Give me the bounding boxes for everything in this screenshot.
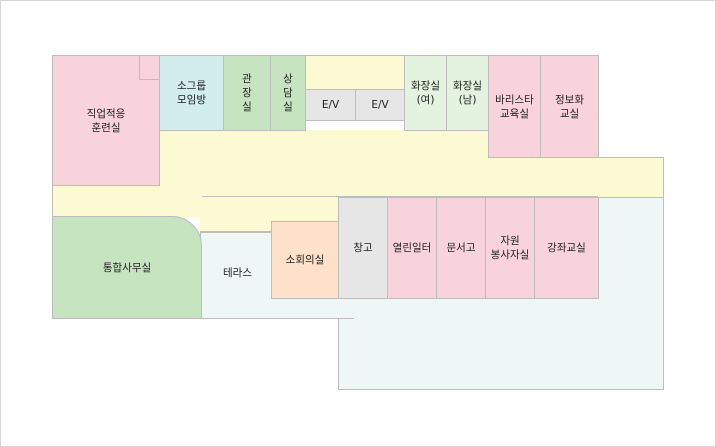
room-storage: 창고 [338,197,388,299]
corridor-top [305,55,405,90]
elevator-2: E/V [355,89,405,121]
label-terrace: 테라스 [223,267,252,279]
room-info-class: 정보화 교실 [540,55,599,158]
corridor-main [159,130,489,158]
room-job-training-notch [139,55,160,80]
room-small-meeting: 소회의실 [271,221,339,299]
restroom-male: 화장실 (남) [446,55,489,131]
room-barista: 바리스타 교육실 [488,55,541,158]
corridor-right-top [598,157,664,197]
restroom-female: 화장실 (여) [404,55,447,131]
room-counseling: 상 담 실 [270,55,306,131]
corridor-left [52,185,202,217]
room-office: 통합사무실 [52,216,202,319]
room-small-group: 소그룹 모임방 [159,55,224,131]
room-archive: 문서고 [436,197,486,299]
elevator-1: E/V [305,89,356,121]
room-lecture: 강좌교실 [534,197,599,299]
room-volunteer: 자원 봉사자실 [485,197,535,299]
room-gwanjang: 관 장 실 [223,55,271,131]
room-reading: 열린일터 [387,197,437,299]
